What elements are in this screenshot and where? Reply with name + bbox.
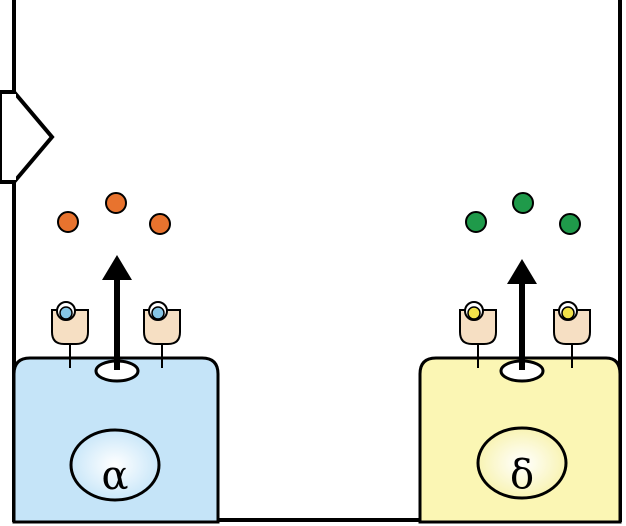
left-arrow-shape (0, 90, 55, 184)
alpha-cell: α (12, 192, 220, 524)
alpha-granule (57, 211, 79, 233)
alpha-receptor-left (51, 301, 89, 368)
delta-arrowhead (507, 259, 537, 284)
alpha-granule (149, 213, 171, 235)
delta-granule (559, 213, 581, 235)
alpha-nucleus (69, 428, 161, 502)
delta-cell: δ (418, 192, 622, 524)
alpha-arrowhead (102, 255, 132, 280)
delta-granule (512, 192, 534, 214)
alpha-receptor-right (143, 301, 181, 368)
alpha-granule (105, 192, 127, 214)
delta-granule (465, 211, 487, 233)
delta-nucleus (476, 426, 568, 500)
outer-frame (12, 0, 622, 522)
delta-receptor-right (553, 301, 591, 368)
delta-label: δ (510, 452, 534, 498)
alpha-label: α (101, 453, 128, 499)
delta-receptor-left (459, 301, 497, 368)
